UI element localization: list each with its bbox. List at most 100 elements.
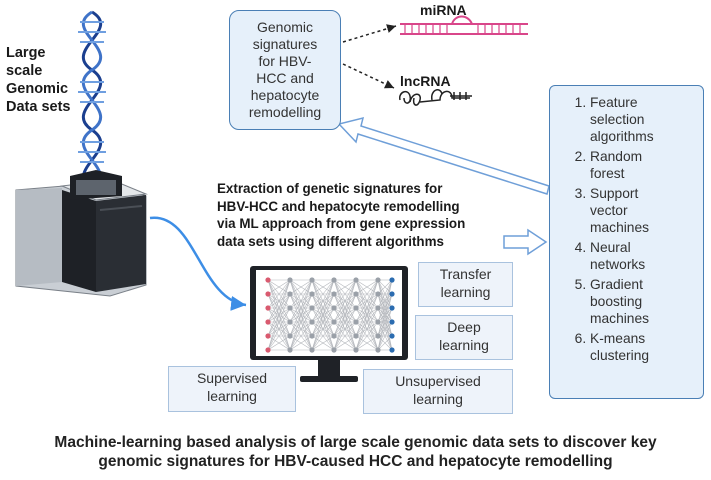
network-edge (267, 279, 291, 309)
network-edge (355, 279, 379, 295)
sequencer-machine-icon (15, 170, 148, 297)
network-node (353, 319, 359, 325)
network-node (287, 291, 293, 297)
network-edge (267, 307, 291, 351)
extraction-description: Extraction of genetic signatures for HBV… (217, 180, 507, 250)
network-edge (355, 335, 379, 351)
network-edge (333, 279, 357, 337)
network-edge (377, 335, 393, 351)
network-edge (377, 279, 393, 337)
network-edge (355, 279, 379, 323)
algorithm-line: machines (590, 311, 650, 326)
network-edge (311, 279, 335, 337)
network-edge (267, 279, 291, 323)
mirna-hairpin-icon (400, 15, 528, 35)
caption-line: Machine-learning based analysis of large… (54, 434, 657, 451)
mirna-label: miRNA (420, 2, 467, 18)
network-node (375, 277, 381, 283)
supervised-learning-tag: Supervised learning (168, 366, 296, 412)
network-edge (333, 279, 357, 309)
network-edge (377, 279, 393, 351)
network-node (287, 277, 293, 283)
extraction-line: via ML approach from gene expression (217, 216, 466, 231)
mirna-pointer-arrow (342, 24, 397, 43)
algorithm-line: K-means (590, 331, 646, 346)
network-edge (267, 335, 291, 351)
network-edge (289, 321, 313, 351)
network-edge (311, 293, 335, 351)
network-edge (355, 307, 379, 351)
network-edge (289, 279, 313, 309)
network-node (265, 291, 271, 297)
neural-network-monitor-icon (250, 266, 408, 382)
signatures-line: HCC and (256, 70, 314, 86)
network-node (389, 347, 395, 353)
dataset-label: Large scale Genomic Data sets (6, 44, 86, 116)
algorithm-item: Random forest (590, 148, 699, 182)
network-edge (267, 279, 291, 295)
network-node (389, 277, 395, 283)
network-node (389, 291, 395, 297)
dataset-label-line: scale (6, 63, 43, 79)
network-edge (289, 279, 313, 295)
extraction-line: HBV-HCC and hepatocyte remodelling (217, 198, 460, 214)
signatures-line: remodelling (248, 104, 322, 120)
figure-caption: Machine-learning based analysis of large… (0, 433, 711, 471)
network-node (331, 347, 337, 353)
network-edge (289, 307, 313, 351)
algorithms-list: Feature selection algorithms Random fore… (568, 94, 699, 364)
network-edge (377, 279, 393, 295)
network-edge (333, 335, 357, 351)
network-node (265, 305, 271, 311)
network-edge (311, 335, 335, 351)
algorithm-item: K-means clustering (590, 330, 699, 364)
network-edge (333, 279, 357, 323)
signatures-line: for HBV- (258, 53, 312, 69)
network-node (389, 319, 395, 325)
network-node (309, 333, 315, 339)
algorithm-line: networks (590, 257, 646, 272)
network-node (353, 333, 359, 339)
network-edge (289, 335, 313, 351)
network-edge (311, 279, 335, 295)
network-node (309, 347, 315, 353)
network-edge (355, 293, 379, 351)
network-node (389, 305, 395, 311)
network-node (353, 347, 359, 353)
network-edge (289, 279, 313, 351)
network-edge (311, 307, 335, 351)
network-edge (377, 321, 393, 351)
network-edge (311, 279, 335, 309)
algorithm-line: algorithms (590, 129, 654, 144)
network-edge (267, 279, 291, 337)
lncrna-pointer-arrow (342, 63, 395, 89)
algorithm-line: Support (590, 186, 639, 201)
signatures-line: Genomic (256, 19, 314, 35)
tag-line: learning (439, 337, 489, 353)
lncrna-structure-icon (399, 89, 472, 106)
network-edge (311, 321, 335, 351)
network-edge (355, 321, 379, 351)
dataset-label-line: Data sets (6, 99, 71, 115)
tag-line: learning (207, 388, 257, 404)
network-node (331, 291, 337, 297)
network-node (265, 333, 271, 339)
dna-helix-icon (78, 10, 106, 192)
algorithms-box: Feature selection algorithms Random fore… (549, 85, 704, 399)
algorithm-line: Neural (590, 240, 631, 255)
network-node (287, 305, 293, 311)
tag-line: Deep (447, 319, 481, 335)
algorithm-item: Feature selection algorithms (590, 94, 699, 145)
network-edge (355, 279, 379, 309)
network-node (265, 347, 271, 353)
signatures-line: signatures (252, 36, 318, 52)
algorithm-line: selection (590, 112, 645, 127)
algorithm-line: vector (590, 203, 628, 218)
data-flow-arrow (149, 216, 247, 311)
network-node (353, 291, 359, 297)
algorithm-item: Support vector machines (590, 185, 699, 236)
network-edge (289, 279, 313, 337)
network-node (375, 347, 381, 353)
network-edge (333, 293, 357, 351)
network-edge (289, 279, 313, 323)
